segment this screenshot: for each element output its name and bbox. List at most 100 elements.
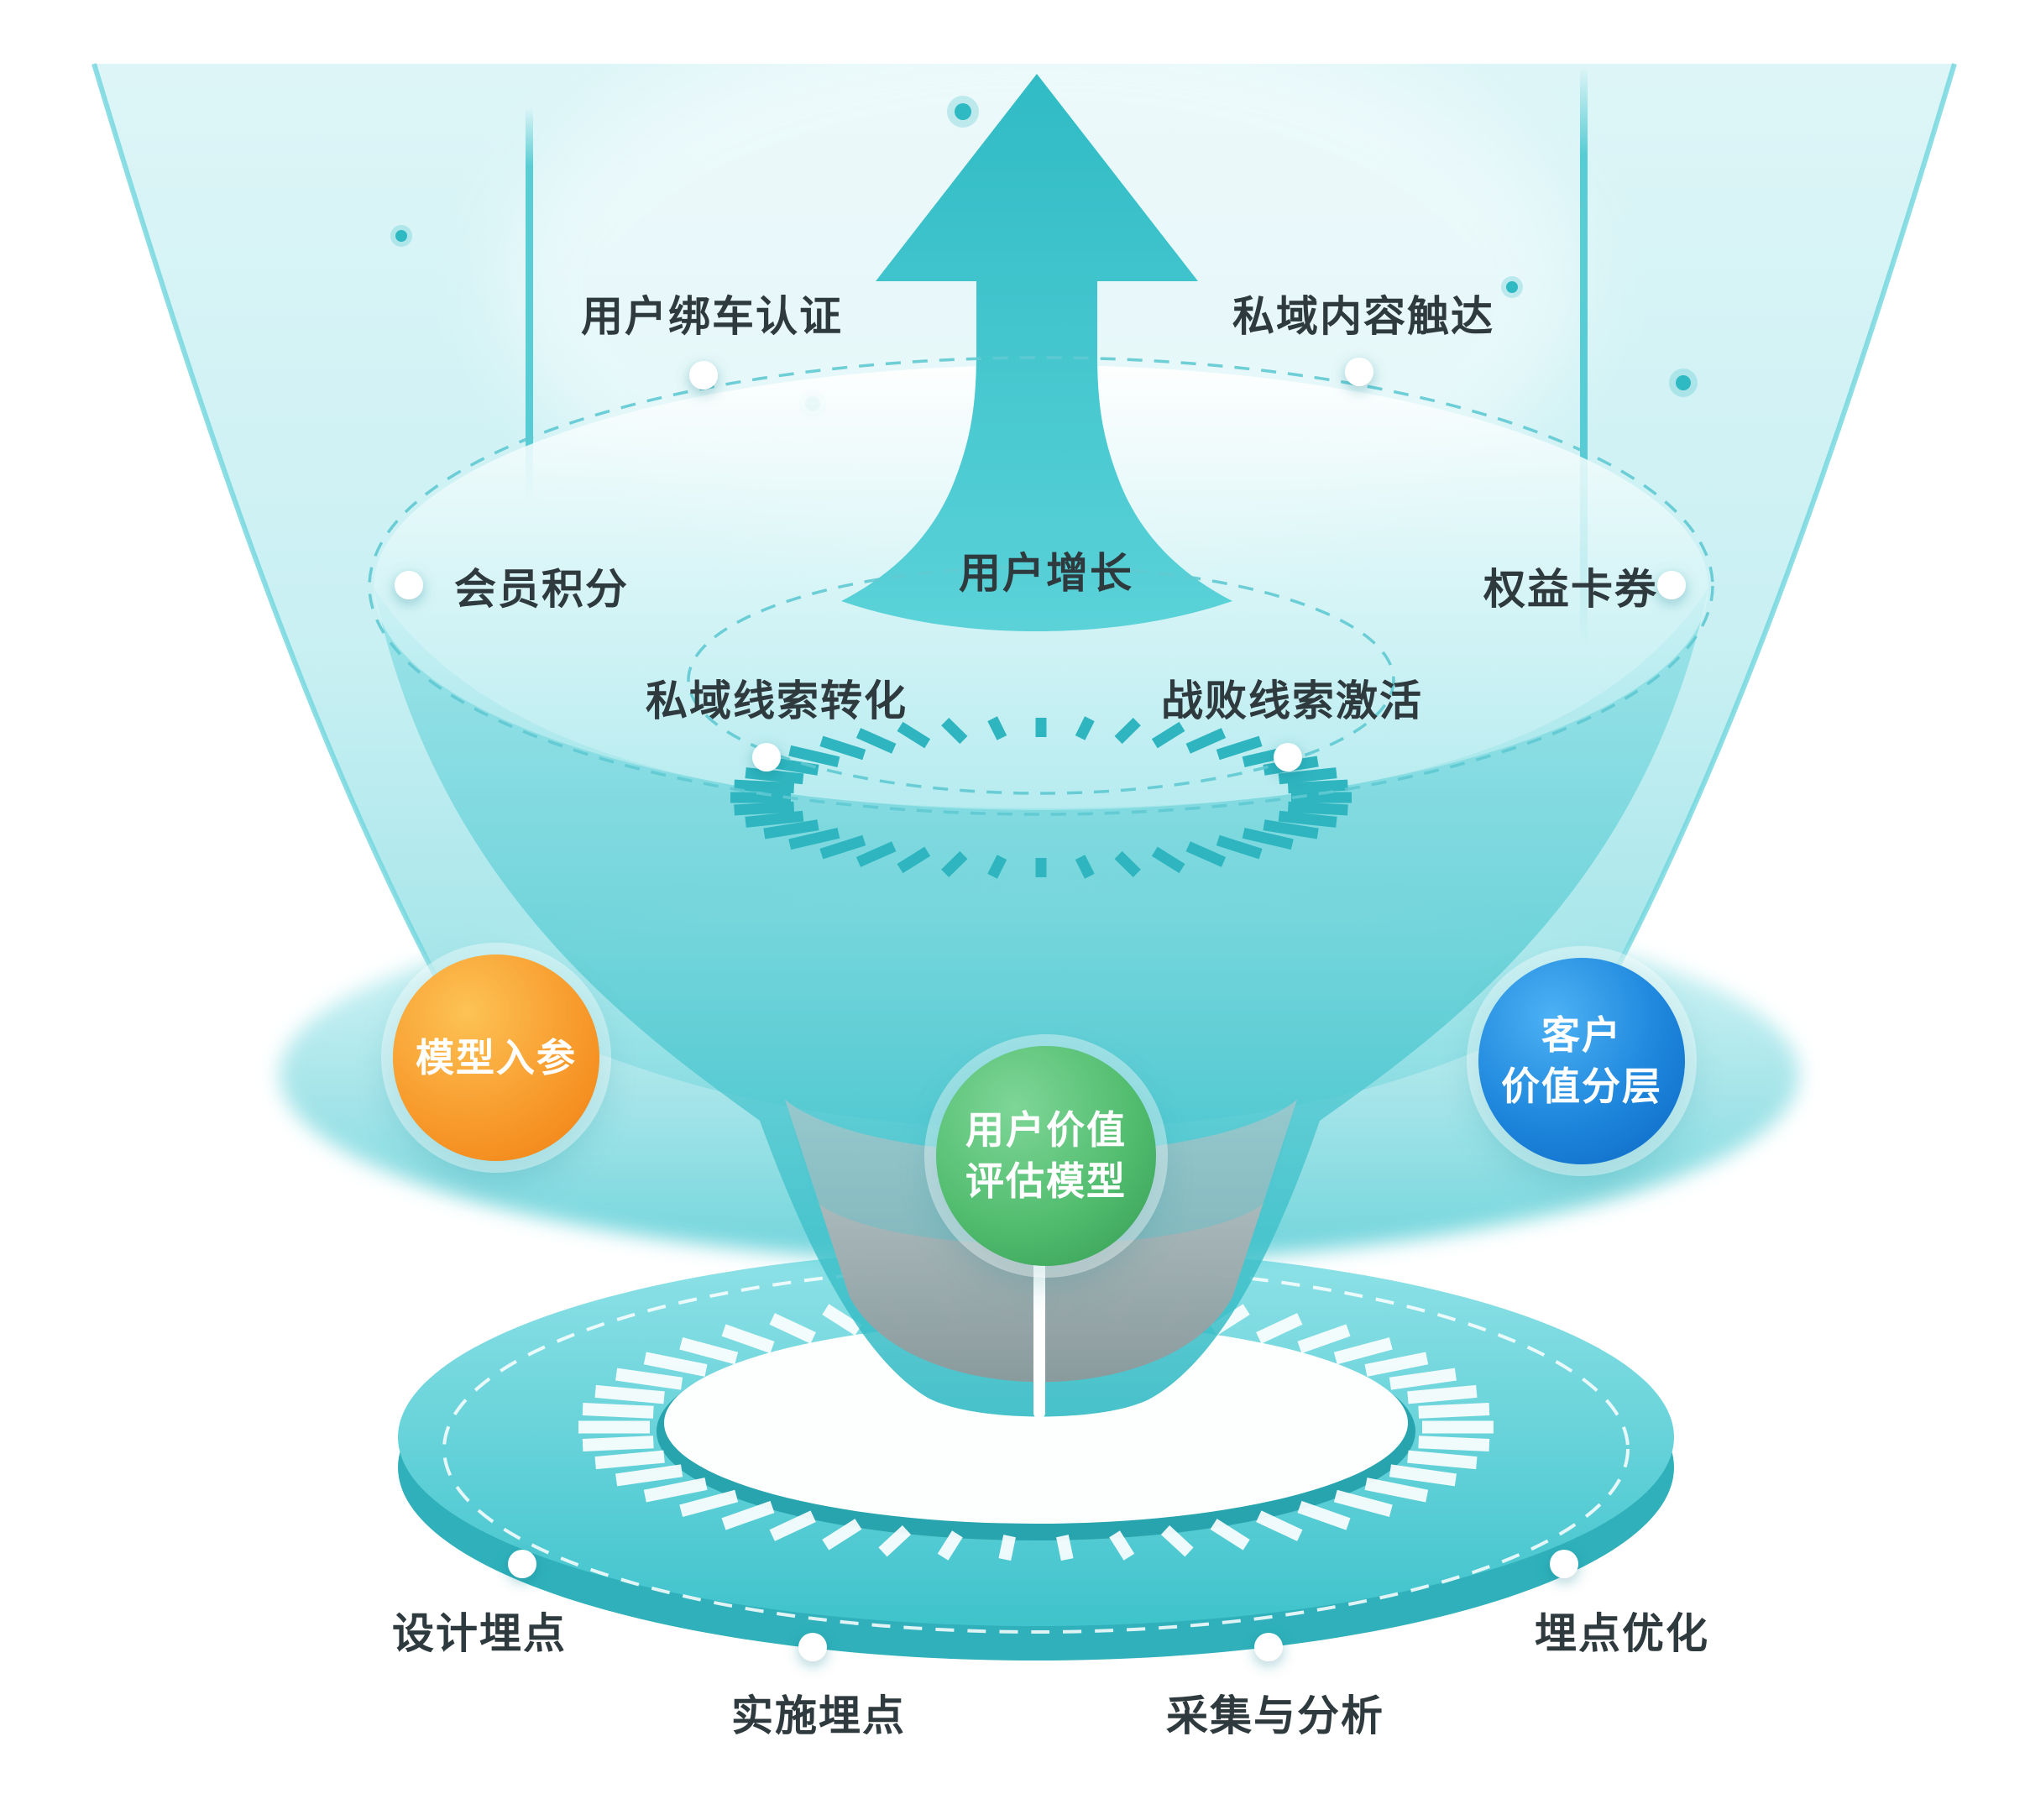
- tick-mark: [679, 1337, 739, 1365]
- tick-mark: [1185, 728, 1227, 754]
- tick-mark: [1210, 1519, 1250, 1551]
- tick-mark: [721, 1324, 775, 1354]
- tick-mark: [1075, 716, 1095, 740]
- floating-dot: [955, 103, 971, 120]
- tick-mark: [897, 721, 931, 749]
- funnel-body: [374, 588, 1708, 1417]
- node-dot-rights-coupons: [1657, 571, 1686, 599]
- label-private-content-reach: 私域内容触达: [1232, 293, 1494, 340]
- label-design-tracking: 设计埋点: [392, 1610, 567, 1657]
- tick-mark: [788, 745, 840, 768]
- funnel-neck-ticks: [730, 716, 1352, 879]
- tick-mark: [987, 855, 1007, 879]
- tick-mark: [1333, 1337, 1393, 1365]
- tick-mark: [734, 801, 795, 816]
- accent-line-left: [526, 107, 533, 502]
- tick-mark: [1287, 801, 1348, 816]
- tick-mark: [769, 1313, 816, 1344]
- tick-mark: [1364, 1477, 1429, 1503]
- tick-mark: [937, 1530, 963, 1561]
- tick-mark: [1114, 850, 1141, 878]
- label-collect-analyze: 采集与分析: [1166, 1692, 1384, 1739]
- tick-mark: [1114, 717, 1141, 745]
- tick-mark: [594, 1384, 665, 1404]
- bubble-user-value-model-line1: 用户价值: [965, 1108, 1127, 1153]
- tick-mark: [1389, 1464, 1457, 1487]
- tick-mark: [1278, 810, 1337, 828]
- label-lost-lead-activation: 战败线索激活: [1161, 677, 1423, 724]
- tick-mark: [1160, 1525, 1194, 1557]
- node-dot-user-car-auth: [689, 361, 718, 390]
- tick-mark: [679, 1489, 739, 1517]
- tick-mark: [1256, 1313, 1303, 1344]
- tick-mark: [1216, 834, 1263, 860]
- tick-mark: [643, 1477, 708, 1503]
- tick-mark: [1297, 1324, 1351, 1354]
- tick-mark: [1151, 846, 1185, 874]
- tick-mark: [615, 1464, 683, 1487]
- node-dot-design-tracking: [508, 1550, 536, 1578]
- tick-mark: [987, 716, 1007, 740]
- tick-mark: [1216, 735, 1263, 761]
- tick-mark: [878, 1525, 912, 1557]
- node-dot-member-points: [395, 571, 423, 599]
- bottom-ring-ticks: [578, 1293, 1494, 1561]
- label-implement-tracking: 实施埋点: [731, 1692, 906, 1739]
- tick-mark: [819, 834, 866, 860]
- tick-mark: [1056, 1535, 1074, 1561]
- tick-mark: [745, 767, 804, 785]
- node-dot-private-content-reach: [1345, 358, 1373, 386]
- tick-mark: [897, 846, 931, 874]
- tick-mark: [1278, 767, 1337, 785]
- tick-mark: [763, 819, 819, 839]
- tick-mark: [769, 1510, 816, 1541]
- tick-mark: [1075, 855, 1095, 879]
- tick-mark: [1109, 1530, 1135, 1561]
- tick-mark: [1185, 841, 1227, 867]
- node-dot-private-lead-conversion: [752, 743, 781, 771]
- growth-arrow-icon: [841, 74, 1232, 631]
- tick-mark: [822, 1519, 862, 1551]
- bubble-user-value-model: 用户价值 评估模型: [936, 1046, 1156, 1266]
- tick-mark: [1389, 1368, 1457, 1390]
- tick-mark: [1407, 1450, 1478, 1470]
- label-user-car-auth: 用户绑车认证: [581, 293, 843, 340]
- bubble-model-input: 模型入参: [393, 954, 599, 1161]
- tick-mark: [822, 1304, 862, 1336]
- node-dot-tracking-optimization: [1550, 1550, 1578, 1578]
- tick-mark: [745, 810, 804, 828]
- tick-mark: [855, 841, 897, 867]
- beam-edge-left-line: [92, 63, 439, 980]
- tick-mark: [582, 1403, 654, 1419]
- tick-mark: [819, 735, 866, 761]
- tick-mark: [998, 1535, 1016, 1561]
- label-user-growth: 用户增长: [959, 550, 1133, 597]
- node-dot-lost-lead-activation: [1274, 743, 1302, 771]
- floating-dot: [395, 230, 407, 242]
- floating-dot: [1676, 375, 1691, 390]
- tick-mark: [1418, 1403, 1490, 1419]
- tick-mark: [788, 827, 840, 850]
- bubble-customer-value-layering: 客户 价值分层: [1478, 958, 1685, 1164]
- beam-edge-right-line: [1609, 63, 1957, 980]
- tick-mark: [1256, 1510, 1303, 1541]
- tick-mark: [1364, 1352, 1429, 1377]
- bubble-customer-value-line2: 价值分层: [1501, 1064, 1662, 1108]
- bottom-ring: [398, 1248, 1674, 1660]
- node-dot-collect-analyze: [1254, 1633, 1283, 1661]
- floating-dot: [1506, 281, 1518, 293]
- label-tracking-optimization: 埋点优化: [1535, 1610, 1709, 1657]
- tick-mark: [594, 1450, 665, 1470]
- label-private-lead-conversion: 私域线索转化: [646, 677, 908, 724]
- node-dots: [395, 358, 1686, 1661]
- node-dot-implement-tracking: [798, 1633, 827, 1661]
- cone-divider-line: [1033, 1249, 1045, 1419]
- bubble-user-value-model-line2: 评估模型: [965, 1159, 1127, 1203]
- tick-mark: [643, 1352, 708, 1377]
- tick-mark: [582, 1436, 654, 1451]
- tick-mark: [734, 779, 795, 794]
- tick-mark: [941, 850, 968, 878]
- bubble-model-input-label: 模型入参: [416, 1035, 577, 1080]
